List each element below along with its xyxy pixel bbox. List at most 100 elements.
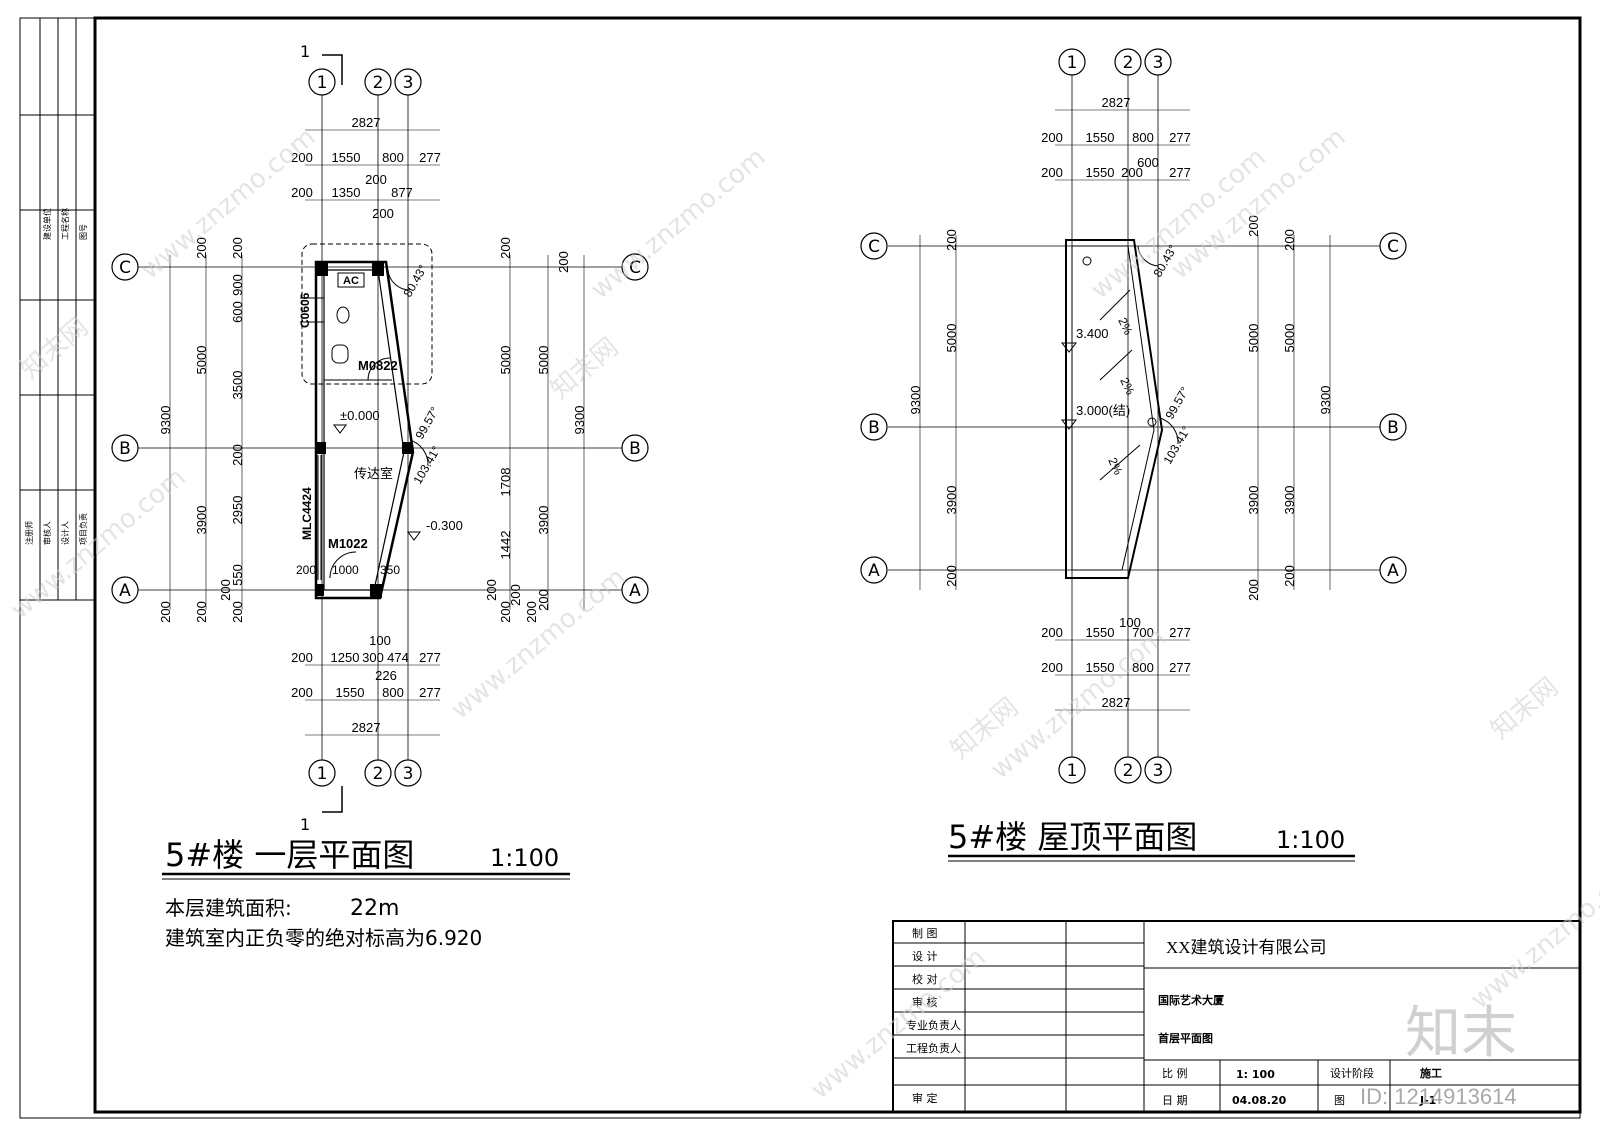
ground-axis-b-left: B [119,439,131,459]
ground-dim-l15: 200 [158,601,173,623]
ground-dimension-lines [169,129,585,736]
ground-axis-a-left: A [119,581,131,601]
ground-dim-l5: 5000 [194,346,209,375]
ground-section-label-bottom: 1 [300,815,310,834]
watermark-brand-1: 知末网 [15,312,94,385]
ground-label-d350: 350 [380,563,400,577]
ground-dim-b8: 200 [291,685,313,700]
ground-toilet-dashed-zone [301,243,433,385]
roof-angle-arc-top [1137,245,1159,267]
ground-axis-2-bottom: 2 [373,764,384,784]
ground-dim-l14: 200 [194,601,209,623]
tb-role-designer: 设 计 [912,950,938,963]
ground-fixtures [300,272,392,580]
ground-dims-right: 200 200 5000 5000 9300 1708 1442 3900 20… [484,237,587,623]
tb-stage-value: 施工 [1420,1066,1442,1080]
roof-dim-t2: 1550 [1086,130,1115,145]
roof-axis-1-bottom: 1 [1067,761,1078,781]
roof-dim-b5: 277 [1169,625,1191,640]
ground-dim-t6: 1350 [332,185,361,200]
watermark-site-3: www.znzmo.com [445,562,631,725]
ground-label-room: 传达室 [354,466,393,481]
ground-axis-b-right: B [629,439,641,459]
ground-dim-l12: 200 [218,579,233,601]
roof-outline [1065,239,1164,579]
ground-dim-t9: 200 [372,206,394,221]
roof-dim-r9: 200 [1282,565,1297,587]
left-binding-strip [20,18,95,601]
ground-dim-b4: 300 [362,650,384,665]
ground-axis-2-top: 2 [373,73,384,93]
roof-dim-l3: 9300 [908,386,923,415]
ground-dim-b11: 277 [419,685,441,700]
roof-dim-total-top: 2827 [1102,95,1131,110]
ground-floor-plan: 1 1 1 2 3 1 2 3 C B A C B A 2827 200 155… [111,42,649,950]
ground-label-level-floor: ±0.000 [340,408,380,423]
tb-date-value: 04.08.20 [1232,1094,1287,1107]
ground-dim-r6: 1708 [498,468,513,497]
ground-dim-l6: 3500 [230,371,245,400]
roof-dim-r5: 9300 [1318,386,1333,415]
ground-dims-bottom: 100 200 1250 300 474 277 226 200 1550 80… [291,633,441,735]
ground-dim-l1: 200 [194,237,209,259]
roof-label-slope-2: 2% [1117,375,1137,397]
roof-dims-top: 2827 200 1550 800 277 600 200 1550 200 2… [1041,95,1191,180]
roof-drains [1082,256,1157,481]
roof-dim-r6: 3900 [1246,486,1261,515]
roof-dim-t5: 600 [1137,155,1159,170]
ground-dim-r3: 5000 [498,346,513,375]
ground-dim-t4: 277 [419,150,441,165]
ground-label-angle-mid2: 103.41° [410,443,443,486]
ground-dim-b1: 100 [369,633,391,648]
ground-dim-b6: 277 [419,650,441,665]
roof-dim-b9: 277 [1169,660,1191,675]
tb-scale-label: 比 例 [1162,1066,1188,1080]
ground-dim-l4: 600 [230,301,245,323]
ground-dim-l8: 200 [230,444,245,466]
roof-plan: 1 2 3 1 2 3 C B A C B A 2827 200 1550 80… [860,48,1407,862]
ground-section-label-top: 1 [300,42,310,61]
ground-outside-level-mark [407,531,421,541]
roof-dim-l4: 3900 [944,486,959,515]
roof-label-slope-1: 2% [1115,315,1135,337]
ground-axis-1-top: 1 [317,73,328,93]
roof-axis-1-top: 1 [1067,53,1078,73]
roof-dim-b6: 200 [1041,660,1063,675]
ground-dim-l11: 550 [230,564,245,586]
tb-role-checker: 校 对 [912,972,938,986]
ground-dim-t2: 1550 [332,150,361,165]
ground-dim-r10: 200 [498,601,513,623]
roof-dim-r2: 200 [1282,229,1297,251]
watermark-brand-2: 知末网 [545,332,624,405]
roof-axis-2-bottom: 2 [1123,761,1134,781]
ground-axis-labels: 1 2 3 1 2 3 C B A C B A [119,73,641,784]
roof-axis-bubbles [860,48,1407,784]
tb-date-label: 日 期 [1162,1094,1188,1107]
ground-area-label: 本层建筑面积: [165,896,292,920]
roof-plan-scale: 1:100 [1276,826,1345,854]
roof-axis-c-left: C [868,237,880,257]
ground-label-m0822: M0822 [358,358,398,373]
title-block-roles: 制 图 设 计 校 对 审 核 专业负责人 工程负责人 审 定 [906,927,961,1105]
ground-dim-r9: 200 [484,579,499,601]
roof-axis-labels: 1 2 3 1 2 3 C B A C B A [868,53,1399,781]
ground-label-ac: AC [343,275,359,287]
ground-columns [316,262,412,598]
roof-label-elev1: 3.400 [1076,326,1109,341]
roof-dim-t6: 200 [1041,165,1063,180]
watermark-brand-4: 知末网 [1485,672,1564,745]
title-block: 制 图 设 计 校 对 审 核 专业负责人 工程负责人 审 定 XX建筑设计有限… [892,920,1581,1113]
ground-label-d1000: 1000 [332,563,359,577]
roof-dims-right: 200 200 5000 5000 9300 3900 3900 200 200 [1246,215,1333,601]
roof-dim-r3: 5000 [1246,324,1261,353]
ground-dims-top: 2827 200 1550 800 277 200 1350 200 877 2… [291,115,441,221]
roof-plan-title: 5#楼 屋顶平面图 [948,818,1197,856]
tb-role-reviewer: 审 核 [912,995,938,1009]
roof-axis-2-top: 2 [1123,53,1134,73]
ground-section-mark-top [322,54,343,85]
ground-plan-title: 5#楼 一层平面图 [165,836,414,874]
ground-dim-l10: 2950 [230,496,245,525]
ground-dim-b10: 800 [382,685,404,700]
left-strip-cell-3: 图号 [79,224,88,240]
